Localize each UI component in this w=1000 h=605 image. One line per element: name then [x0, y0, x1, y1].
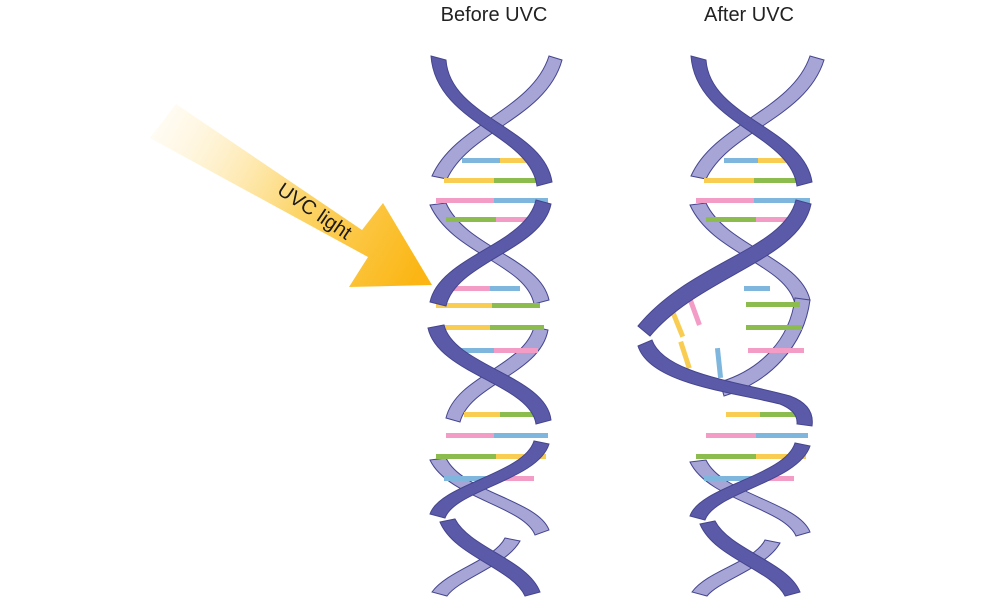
base-pair — [462, 158, 532, 163]
helix-before-front-strand-upper-mid — [429, 199, 552, 307]
base-pair — [446, 286, 520, 291]
helix-before-front-strand-bottom — [439, 518, 541, 597]
base-pair — [436, 303, 540, 308]
helix-before-front-strand-low — [429, 440, 550, 519]
base-pair — [444, 178, 544, 183]
unpaired-base — [744, 286, 770, 291]
base-pair — [696, 198, 810, 203]
helix-after-back-strand-lower-mid — [719, 297, 811, 397]
base-pair — [704, 476, 794, 481]
damaged-bases — [666, 294, 724, 379]
after-uvc-title: After UVC — [703, 4, 795, 26]
base-pair — [444, 476, 534, 481]
base-pair — [446, 217, 536, 222]
helix-before-front-strand-top — [430, 55, 553, 187]
base-pair — [436, 454, 546, 459]
uvc-light-arrow: UVC light — [150, 104, 432, 287]
helix-before-front-strand-lower-mid — [427, 324, 552, 425]
base-pair — [704, 178, 806, 183]
helix-after-front-strand-upper-mid — [637, 199, 812, 337]
base-pair — [726, 412, 796, 417]
unpaired-base — [748, 348, 804, 353]
base-pairs-before — [436, 158, 548, 481]
base-pair — [724, 158, 792, 163]
base-pair — [706, 433, 808, 438]
helix-after-front-strand-lower-mid — [637, 339, 813, 427]
before-uvc-title: Before UVC — [440, 4, 548, 26]
unpaired-base — [746, 325, 802, 330]
base-pair — [436, 198, 548, 203]
dna-helix-after — [637, 55, 825, 597]
helix-after-front-strand-bottom — [699, 520, 801, 597]
helix-after-front-strand-top — [690, 55, 813, 187]
dna-helix-before — [427, 55, 563, 597]
base-pair — [454, 348, 538, 353]
base-pair — [446, 433, 548, 438]
base-pair — [706, 217, 796, 222]
base-pair — [464, 412, 536, 417]
base-pair — [440, 325, 544, 330]
base-pair — [696, 454, 806, 459]
unpaired-base — [746, 302, 800, 307]
helix-after-front-strand-low — [689, 442, 811, 521]
base-pairs-after — [696, 158, 810, 481]
